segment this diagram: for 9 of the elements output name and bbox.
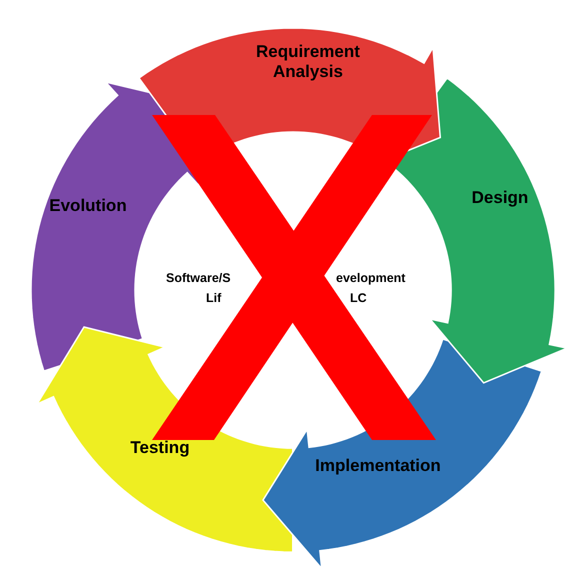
center-text-fragment: evelopment [336,270,406,286]
stage-label: Testing [129,438,191,458]
center-text-fragment: Lif [206,290,222,306]
stage-label: Requirement Analysis [255,42,361,82]
stage-label: Design [470,188,530,208]
stage-label: Evolution [48,196,128,216]
stage-label: Implementation [314,456,442,476]
center-text-fragment: Software/S [166,270,231,286]
center-text-fragment: LC [350,290,367,306]
